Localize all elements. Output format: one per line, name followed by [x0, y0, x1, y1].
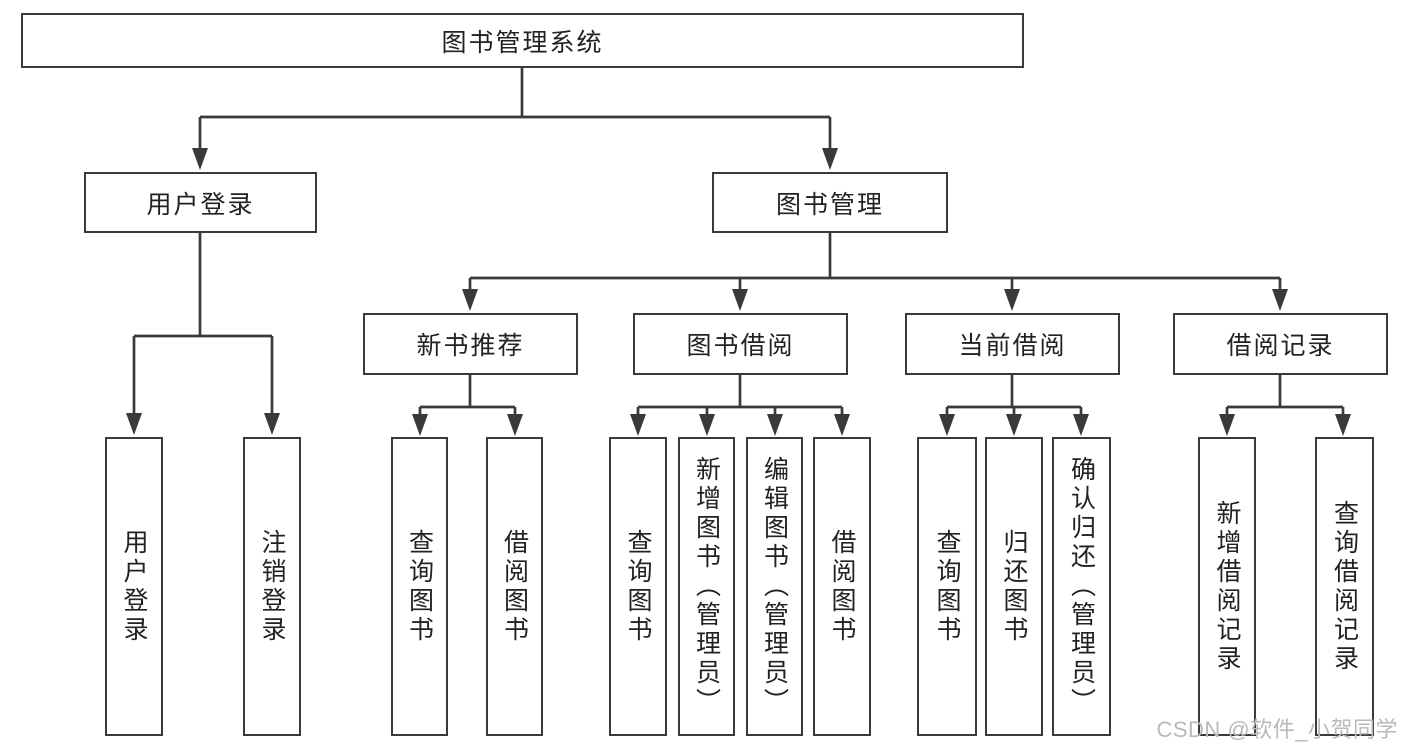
leaf-current-confirm-return-admin: 确认归还（管理员） — [1052, 437, 1111, 736]
node-new-book-recommend: 新书推荐 — [363, 313, 578, 375]
node-user-login: 用户登录 — [84, 172, 317, 233]
leaf-borrow-query-books: 查询图书 — [609, 437, 667, 736]
leaf-records-query-borrow-record: 查询借阅记录 — [1315, 437, 1374, 736]
leaf-records-add-borrow-record: 新增借阅记录 — [1198, 437, 1256, 736]
leaf-current-return-books: 归还图书 — [985, 437, 1043, 736]
leaf-recommend-query-books: 查询图书 — [391, 437, 448, 736]
leaf-borrow-edit-books-admin: 编辑图书（管理员） — [746, 437, 803, 736]
node-borrow-records: 借阅记录 — [1173, 313, 1388, 375]
node-book-management: 图书管理 — [712, 172, 948, 233]
csdn-watermark: CSDN @软件_小贺同学 — [1156, 717, 1398, 742]
leaf-user-login: 用户登录 — [105, 437, 163, 736]
leaf-current-query-books: 查询图书 — [917, 437, 977, 736]
leaf-recommend-borrow-books: 借阅图书 — [486, 437, 543, 736]
leaf-logout: 注销登录 — [243, 437, 301, 736]
node-root-library-system: 图书管理系统 — [21, 13, 1024, 68]
leaf-borrow-add-books-admin: 新增图书（管理员） — [678, 437, 735, 736]
leaf-borrow-borrow-books: 借阅图书 — [813, 437, 871, 736]
node-current-borrow: 当前借阅 — [905, 313, 1120, 375]
node-book-borrow: 图书借阅 — [633, 313, 848, 375]
